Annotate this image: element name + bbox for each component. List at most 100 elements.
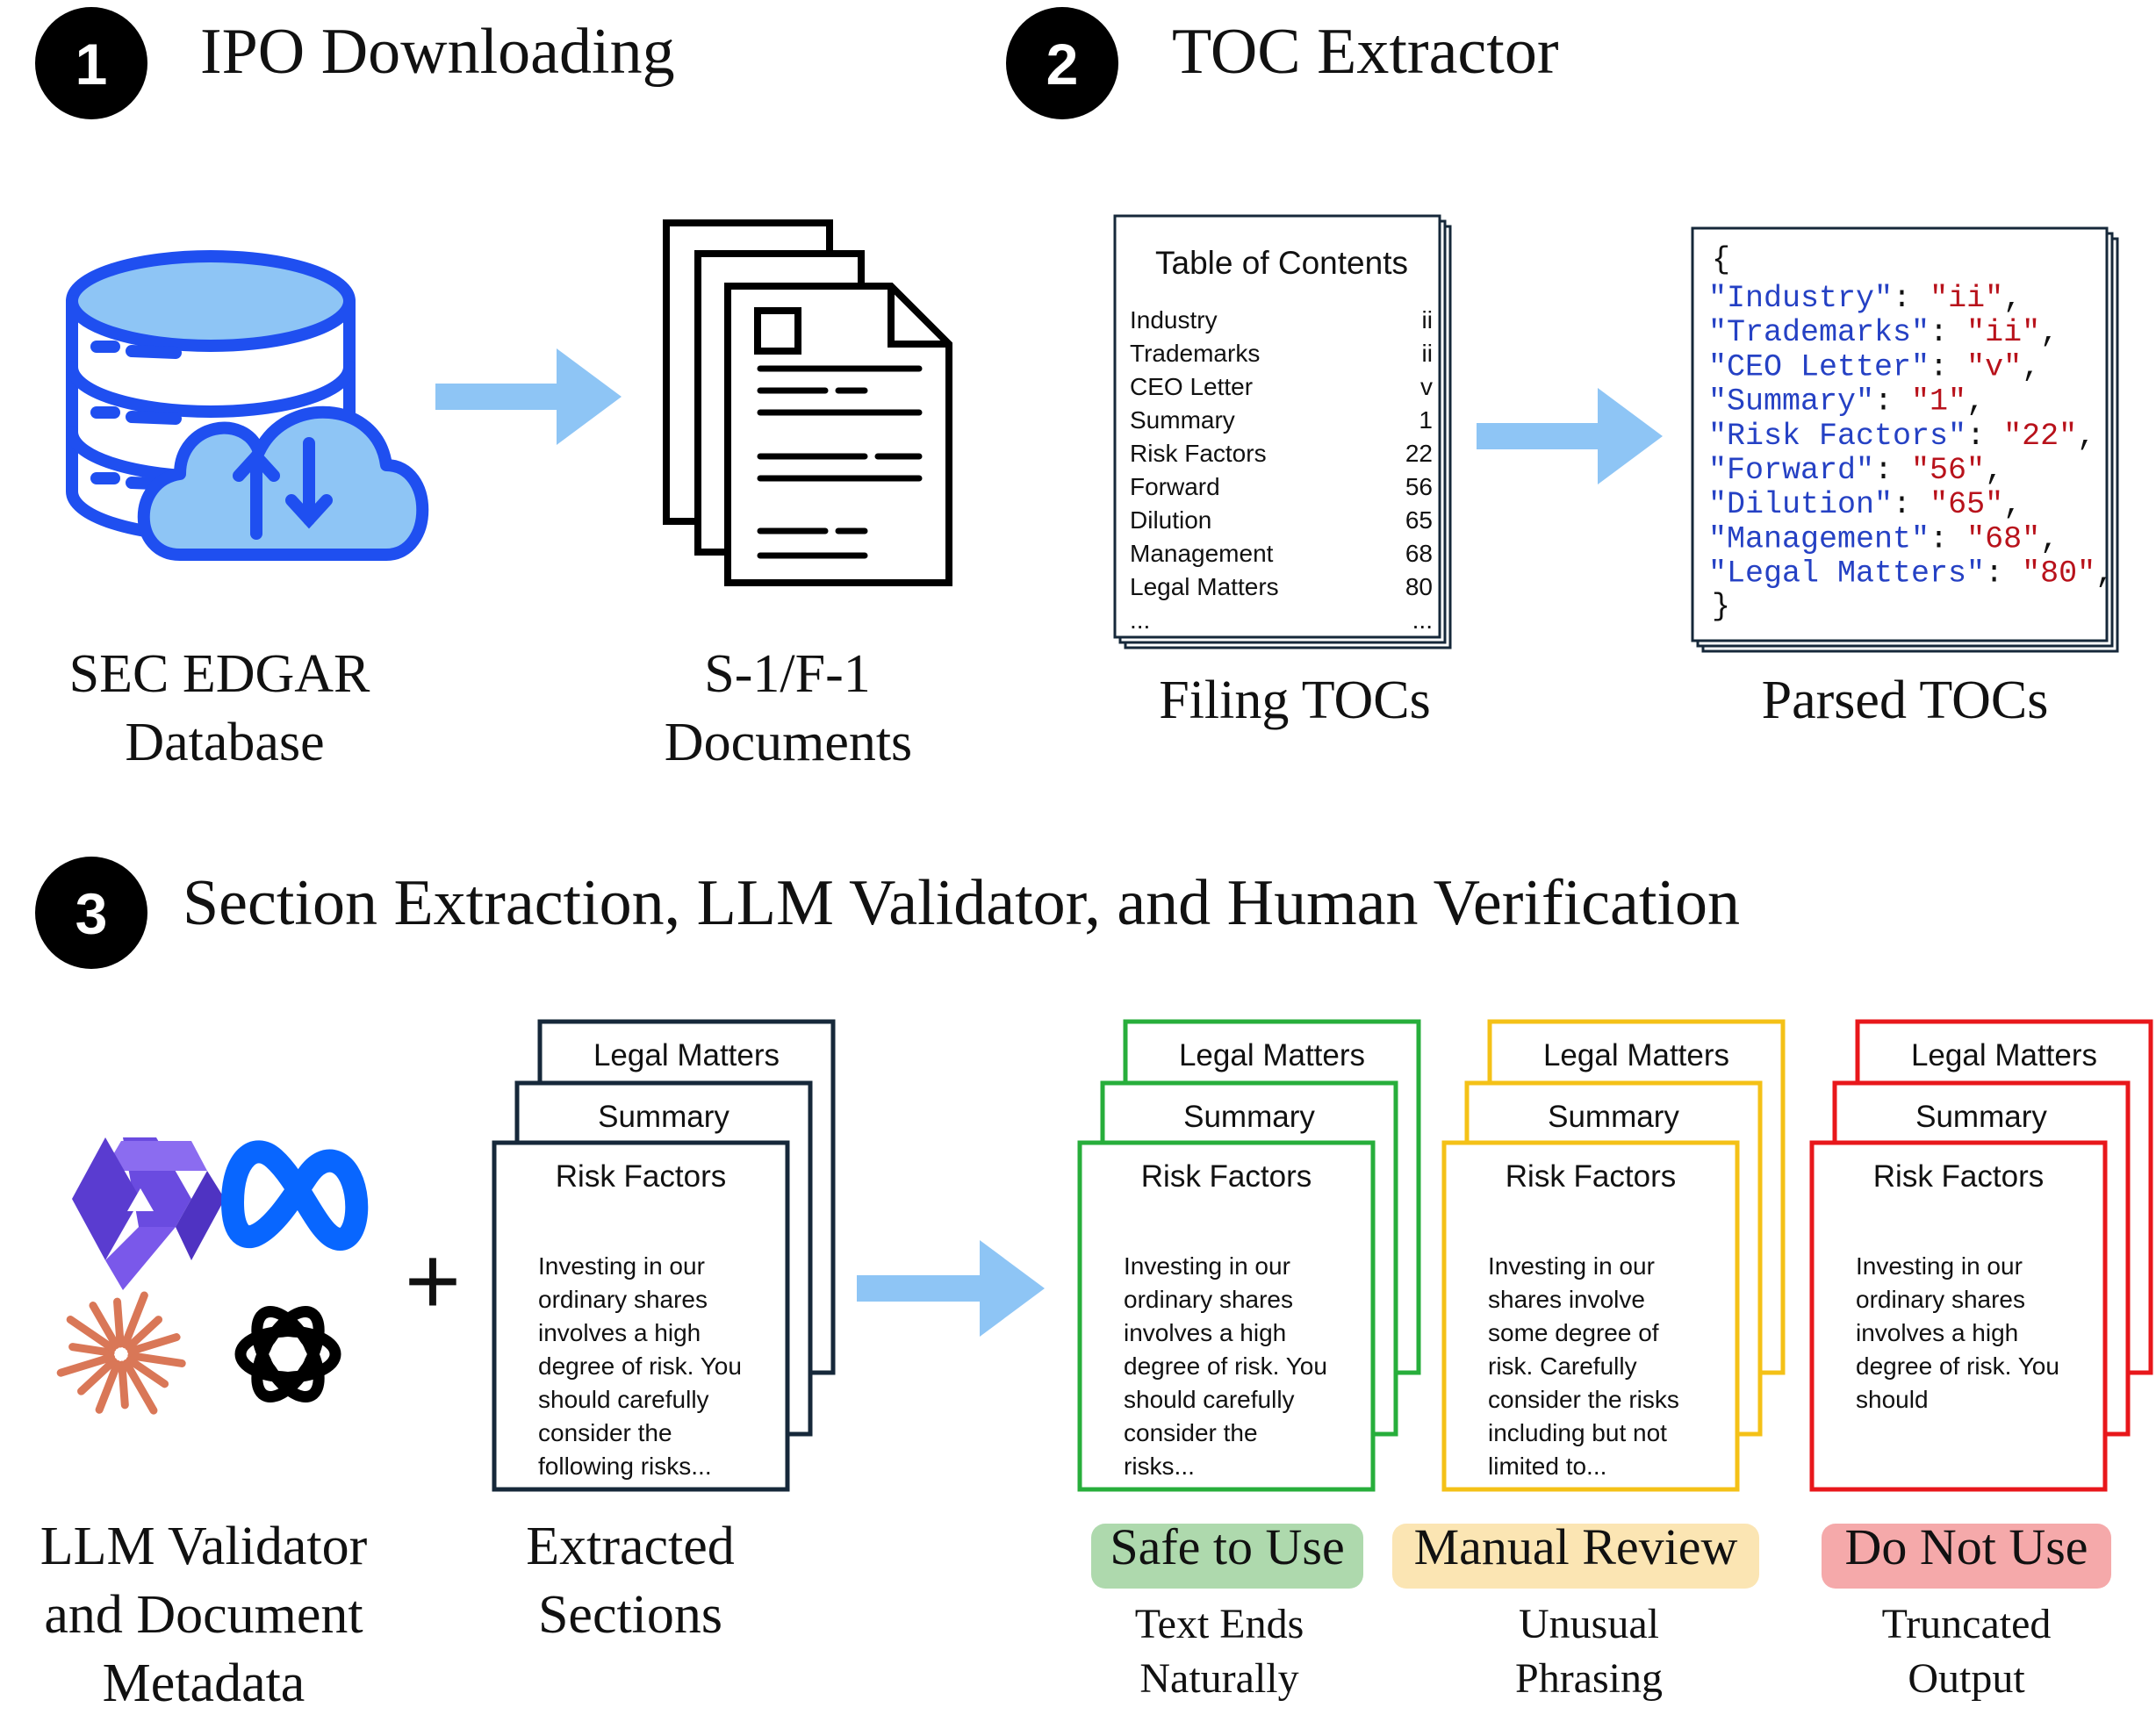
step-1-header: 1 IPO Downloading xyxy=(35,7,675,119)
outcome-card-text-line: should xyxy=(1856,1386,1929,1413)
step-3-badge xyxy=(35,857,147,969)
parsed-label: Parsed TOCs xyxy=(1762,671,2049,730)
outcome-badge xyxy=(1091,1524,1363,1589)
outcome-card xyxy=(1441,1140,1740,1492)
toc-entry-page: 65 xyxy=(1405,506,1433,534)
toc-entry-page: 80 xyxy=(1405,573,1433,600)
toc-entry-page: ... xyxy=(1412,606,1433,634)
outcome-reason-line: Naturally xyxy=(1139,1655,1298,1702)
toc-entry-name: Forward xyxy=(1130,473,1220,500)
document-stack-icon xyxy=(663,219,952,586)
toc-entry-name: Management xyxy=(1130,540,1274,567)
extracted-card-text-line: consider the xyxy=(538,1419,672,1446)
claude-logo-icon xyxy=(56,1291,186,1415)
outcome-badge xyxy=(1392,1524,1759,1589)
extracted-card-text-line: following risks... xyxy=(538,1453,712,1480)
toc-entry-name: Industry xyxy=(1130,306,1218,334)
json-entry: "Risk Factors": "22", xyxy=(1708,419,2095,454)
outcome-reason-line: Unusual xyxy=(1519,1601,1659,1647)
cloud-sync-icon xyxy=(137,405,429,561)
outcome-card-title: Summary xyxy=(1548,1100,1679,1134)
toc-entry-page: 1 xyxy=(1419,406,1433,434)
outcome-card-text-line: involves a high xyxy=(1124,1319,1286,1346)
toc-title: Table of Contents xyxy=(1155,245,1408,281)
step-2-number: 2 xyxy=(1046,32,1079,97)
outcome-badge xyxy=(1822,1524,2111,1589)
toc-entry-name: Summary xyxy=(1130,406,1235,434)
outcome-card-text-line: Investing in our xyxy=(1124,1252,1290,1280)
openai-logo-icon xyxy=(234,1305,341,1403)
outcome-badge-label: Manual Review xyxy=(1414,1518,1738,1575)
extracted-label-line-2: Sections xyxy=(538,1585,722,1645)
filing-label: Filing TOCs xyxy=(1159,671,1431,730)
validator-label-line-2: and Document xyxy=(44,1585,363,1645)
toc-entry-name: Dilution xyxy=(1130,506,1211,534)
parsed-toc-card: { "Industry": "ii","Trademarks": "ii","C… xyxy=(1691,226,2119,653)
outcome-badge-label: Do Not Use xyxy=(1844,1518,2088,1575)
outcome-card-text-line: some degree of xyxy=(1488,1319,1659,1346)
outcome-card-text-line: involves a high xyxy=(1856,1319,2018,1346)
arrow-sections-to-outcomes xyxy=(857,1240,1045,1337)
outcome-card xyxy=(1077,1140,1376,1492)
outcome-card-text-line: degree of risk. You xyxy=(1856,1352,2059,1380)
toc-entry-name: Legal Matters xyxy=(1130,573,1279,600)
outcome-card-text-line: degree of risk. You xyxy=(1124,1352,1327,1380)
meta-logo-icon xyxy=(221,1140,369,1251)
step-3-header: 3 Section Extraction, LLM Validator, and… xyxy=(35,857,1740,969)
outcome-card-text-line: Investing in our xyxy=(1856,1252,2023,1280)
json-entry: "Trademarks": "ii", xyxy=(1708,315,2059,350)
plus-sign: + xyxy=(405,1227,461,1335)
toc-entry-name: ... xyxy=(1130,606,1150,634)
json-entry: "Legal Matters": "80", xyxy=(1708,556,2114,592)
docs-label-line-2: Documents xyxy=(665,713,912,772)
step-1-number: 1 xyxy=(75,32,108,97)
outcome-card-title: Legal Matters xyxy=(1543,1038,1729,1072)
outcome-card-text-line: risk. Carefully xyxy=(1488,1352,1637,1380)
db-label-line-2: Database xyxy=(125,713,324,772)
json-entry: "Summary": "1", xyxy=(1708,384,1985,420)
outcome-card-text-line: Investing in our xyxy=(1488,1252,1655,1280)
validator-label-line-3: Metadata xyxy=(103,1654,305,1713)
outcome-card-title: Summary xyxy=(1915,1100,2047,1134)
toc-entry-page: v xyxy=(1420,373,1433,400)
outcome-card-title: Legal Matters xyxy=(1911,1038,2097,1072)
toc-entry-name: Trademarks xyxy=(1130,340,1260,367)
outcome-card-title: Risk Factors xyxy=(1873,1159,2044,1194)
outcome-card-title: Summary xyxy=(1183,1100,1315,1134)
json-entry: "Management": "68", xyxy=(1708,521,2059,556)
extracted-card-text-line: ordinary shares xyxy=(538,1286,708,1313)
outcome-card-title: Risk Factors xyxy=(1506,1159,1676,1194)
validator-label: LLM Validator and Document Metadata xyxy=(40,1517,368,1713)
toc-entry-page: ii xyxy=(1422,340,1433,367)
outcome-reason-line: Output xyxy=(1908,1655,2025,1702)
outcome-card-text-line: limited to... xyxy=(1488,1453,1606,1480)
json-entry: "Dilution": "65", xyxy=(1708,487,2022,522)
validator-label-line-1: LLM Validator xyxy=(40,1517,368,1576)
extracted-card-text-line: should carefully xyxy=(538,1386,709,1413)
outcome-badge-label: Safe to Use xyxy=(1110,1518,1344,1575)
docs-label: S-1/F-1 Documents xyxy=(665,644,912,772)
step-3-title: Section Extraction, LLM Validator, and H… xyxy=(183,867,1740,939)
outcome-reason-line: Phrasing xyxy=(1515,1655,1663,1702)
outcome-card-text-line: shares involve xyxy=(1488,1286,1645,1313)
toc-entry-name: CEO Letter xyxy=(1130,373,1253,400)
step-1-badge xyxy=(35,7,147,119)
extracted-label-line-1: Extracted xyxy=(526,1517,735,1576)
extracted-label: Extracted Sections xyxy=(526,1517,735,1645)
step-2-title: TOC Extractor xyxy=(1172,16,1558,88)
outcome-card-text-line: consider the xyxy=(1124,1419,1258,1446)
toc-entry-page: 68 xyxy=(1405,540,1433,567)
outcome-card xyxy=(1809,1140,2108,1492)
arrow-db-to-docs xyxy=(435,348,622,445)
outcome-card-title: Legal Matters xyxy=(1179,1038,1365,1072)
db-label: SEC EDGAR Database xyxy=(69,644,370,772)
qwen-logo-icon xyxy=(72,1137,225,1290)
json-entry: "Forward": "56", xyxy=(1708,453,2003,488)
